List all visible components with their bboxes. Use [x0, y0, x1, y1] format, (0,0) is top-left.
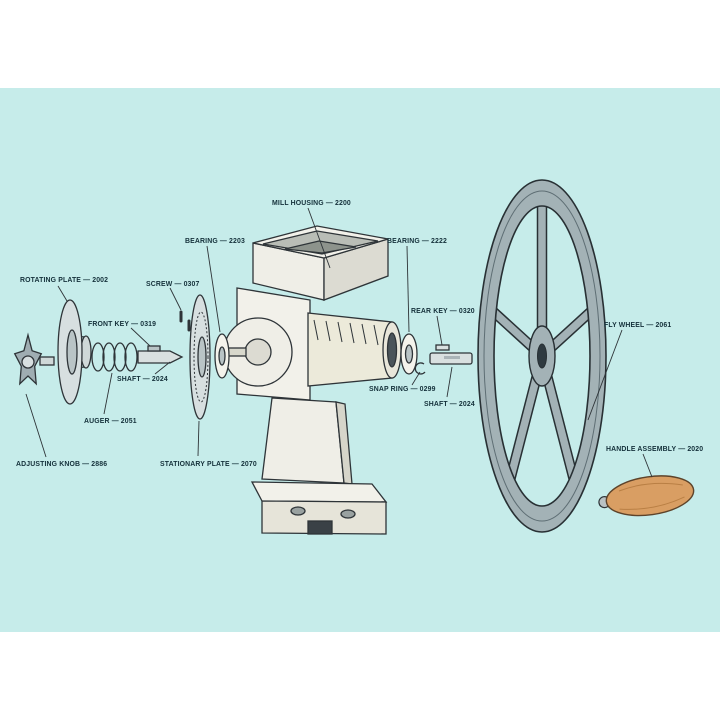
handle-assembly-part: [598, 475, 695, 517]
leader-fly-wheel: [587, 329, 623, 421]
bearing-right-part: [400, 333, 418, 375]
label-auger: AUGER — 2051: [84, 418, 137, 425]
screw-part: [179, 310, 191, 332]
rotating-plate-part: [57, 299, 92, 405]
adjusting-knob-part: [13, 332, 55, 386]
front-key-part: [147, 345, 161, 352]
stationary-plate-part: [189, 294, 211, 420]
leader-shaft-left: [154, 361, 171, 375]
leader-adjusting-knob: [25, 393, 47, 458]
label-shaft-right: SHAFT — 2024: [424, 401, 475, 408]
label-shaft-left: SHAFT — 2024: [117, 376, 168, 383]
leader-handle-assembly: [642, 453, 653, 478]
label-bearing-right: BEARING — 2222: [387, 238, 447, 245]
auger-part: [91, 342, 138, 372]
label-mill-housing: MILL HOUSING — 2200: [272, 200, 351, 207]
label-front-key: FRONT KEY — 0319: [88, 321, 156, 328]
leader-lines: [25, 207, 653, 478]
leader-stationary-plate: [197, 420, 200, 457]
label-snap-ring: SNAP RING — 0299: [369, 386, 436, 393]
label-handle-assembly: HANDLE ASSEMBLY — 2020: [606, 446, 703, 453]
rear-shaft-part: [429, 344, 473, 365]
front-shaft-part: [137, 345, 184, 364]
leader-rear-key: [436, 315, 443, 346]
leader-front-key: [130, 327, 151, 347]
leader-bearing-left: [206, 245, 221, 333]
leader-mill-housing: [307, 207, 331, 269]
label-screw: SCREW — 0307: [146, 281, 200, 288]
label-stationary-plate: STATIONARY PLATE — 2070: [160, 461, 257, 468]
leader-snap-ring: [411, 371, 421, 386]
fly-wheel-rim: [477, 179, 607, 533]
leader-screw: [169, 287, 182, 311]
label-rotating-plate: ROTATING PLATE — 2002: [20, 277, 108, 284]
label-fly-wheel: FLY WHEEL — 2061: [604, 322, 671, 329]
mill-housing-part: [223, 225, 402, 535]
rear-key-part: [435, 344, 450, 351]
label-rear-key: REAR KEY — 0320: [411, 308, 475, 315]
bearing-left-part: [214, 333, 230, 379]
label-adjusting-knob: ADJUSTING KNOB — 2886: [16, 461, 107, 468]
label-bearing-left: BEARING — 2203: [185, 238, 245, 245]
leader-rotating-plate: [57, 285, 68, 302]
snap-ring-part: [414, 362, 426, 375]
part-labels: ROTATING PLATE — 2002 ADJUSTING KNOB — 2…: [16, 200, 703, 468]
leader-bearing-right: [406, 245, 410, 333]
fly-wheel-part: [477, 179, 607, 533]
leader-auger: [103, 372, 113, 415]
leader-shaft-right: [446, 366, 453, 398]
